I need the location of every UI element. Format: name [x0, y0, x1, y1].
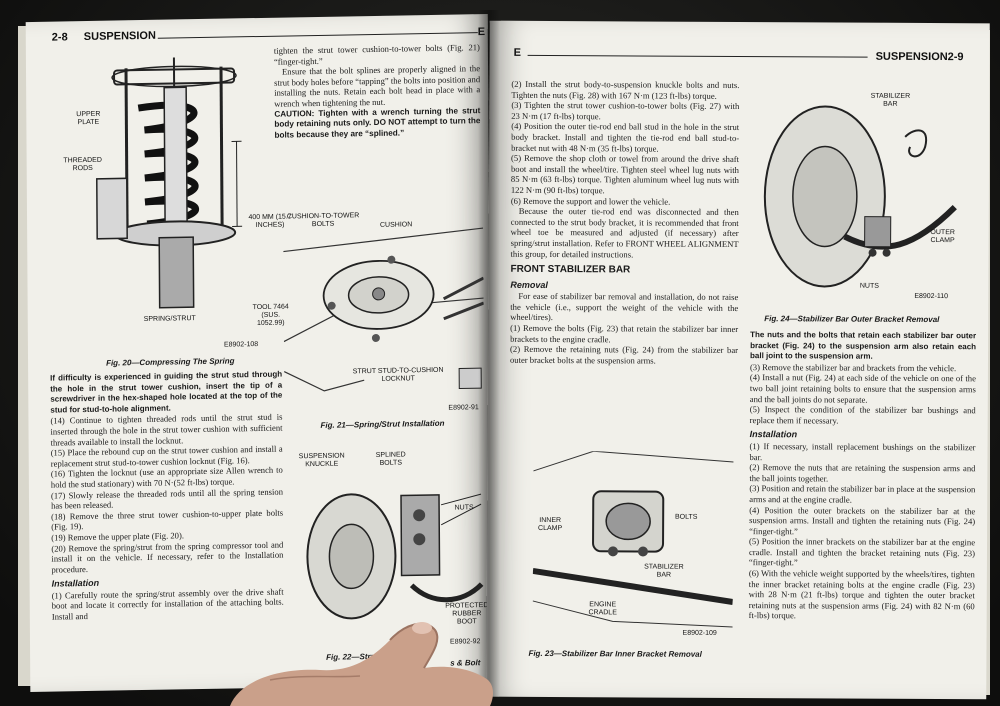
left-step-14: (14) Continue to tighten threaded rods u… [50, 411, 283, 448]
fig20-label-threaded-rods: THREADED RODS [63, 156, 102, 173]
left-page-number: 2-8 [51, 31, 68, 44]
left-bold-note: If difficulty is experienced in guiding … [50, 369, 283, 415]
left-section-title: SUSPENSION [83, 29, 156, 44]
fig21-label-cushion: CUSHION [379, 221, 413, 229]
removal-heading: Removal [510, 279, 548, 290]
fig21-code: E8902-91 [448, 404, 479, 412]
right-toe-note: Because the outer tie-rod end was discon… [510, 205, 739, 259]
install-step-6: (6) With the vehicle weight supported by… [748, 568, 975, 621]
left-col2-caution: CAUTION: Tighten with a wrench turning t… [274, 105, 481, 140]
fig24-code: E8902-110 [914, 292, 949, 301]
fig24-outer-bracket-illustration: STABILIZER BAR OUTER CLAMP NUTS [754, 86, 975, 297]
left-column-2: tighten the strut tower cushion-to-tower… [274, 42, 481, 141]
fig20-caption: Fig. 20—Compressing The Spring [106, 356, 235, 368]
right-edge-letter: E [513, 46, 521, 59]
removal-intro: For ease of stabilizer bar removal and i… [510, 291, 739, 323]
fig24-label-nuts: NUTS [859, 282, 879, 290]
fig23-label-bolts: BOLTS [674, 513, 698, 521]
front-stabilizer-bar-heading: FRONT STABILIZER BAR [510, 263, 631, 276]
left-header-rule [157, 32, 478, 39]
install-step-2: (2) Remove the nuts that are retaining t… [749, 462, 976, 484]
left-step-20: (20) Remove the spring/strut from the sp… [51, 539, 284, 575]
fig23-label-inner-clamp: INNER CLAMP [538, 516, 563, 533]
fig20-spring-compressor-illustration: UPPER PLATE THREADED RODS 400 MM (15.7 I… [63, 46, 292, 339]
fig22-label-splined-bolts: SPLINED BOLTS [375, 451, 406, 467]
left-col2-text2: Ensure that the bolt splines are properl… [274, 63, 481, 109]
right-step-2: (2) Install the strut body-to-suspension… [511, 78, 740, 101]
right-header-rule [527, 54, 868, 58]
hand-image [230, 622, 494, 706]
fig22-label-knuckle: SUSPENSION KNUCKLE [298, 452, 345, 469]
fig24-caption: Fig. 24—Stabilizer Bar Outer Bracket Rem… [764, 314, 940, 325]
right-step-5: (5) Remove the shop cloth or towel from … [510, 152, 740, 196]
fig24-label-stabilizer-bar: STABILIZER BAR [870, 92, 911, 108]
install-step-1: (1) If necessary, install replacement bu… [749, 440, 976, 462]
fig24-label-outer-clamp: OUTER CLAMP [930, 229, 955, 245]
right-step-5b: (5) Inspect the condition of the stabili… [749, 404, 976, 426]
right-bold-note: The nuts and the bolts that retain each … [749, 330, 977, 361]
left-column-1: If difficulty is experienced in guiding … [50, 370, 284, 623]
fig22-strut-body-illustration: SUSPENSION KNUCKLE SPLINED BOLTS NUTS PR… [291, 434, 492, 637]
fig21-label-cushion-bolts: CUSHION-TO-TOWER BOLTS [286, 212, 360, 229]
right-step-3: (3) Tighten the strut tower cushion-to-t… [511, 99, 740, 122]
install-step-4: (4) Position the outer brackets on the s… [749, 504, 976, 537]
fig22-label-nuts: NUTS [454, 504, 474, 512]
install-step-3: (3) Position and retain the stabilizer b… [749, 483, 976, 505]
fig23-inner-bracket-illustration: INNER CLAMP BOLTS STABILIZER BAR ENGINE … [532, 450, 734, 632]
right-section-title: SUSPENSION [875, 50, 948, 64]
right-column-2: The nuts and the bolts that retain each … [749, 330, 977, 622]
left-page: 2-8 SUSPENSION E UPPER PLATE THRE [25, 14, 493, 692]
fig23-label-stabilizer-bar: STABILIZER BAR [644, 563, 684, 579]
right-column-1: (2) Install the strut body-to-suspension… [510, 79, 739, 367]
right-installation-heading: Installation [749, 429, 798, 440]
install-step-5: (5) Position the inner brackets on the s… [748, 536, 976, 568]
right-page: E SUSPENSION 2-9 (2) Install the strut b… [486, 20, 990, 700]
fig20-label-spring-strut: SPRING/STRUT [143, 315, 196, 324]
fig21-label-locknut: STRUT STUD-TO-CUSHION LOCKNUT [352, 366, 444, 383]
fig20-code: E8902-108 [223, 341, 259, 349]
fig21-strut-installation-illustration: CUSHION-TO-TOWER BOLTS CUSHION STRUT STU… [283, 188, 485, 411]
fig23-caption: Fig. 23—Stabilizer Bar Inner Bracket Rem… [528, 648, 702, 659]
book-gutter-shadow [478, 10, 500, 700]
fig23-code: E8902-109 [682, 629, 717, 637]
fig23-label-engine-cradle: ENGINE CRADLE [588, 601, 617, 617]
right-step-4: (4) Position the outer tie-rod end ball … [511, 121, 740, 154]
right-page-number: 2-9 [947, 51, 964, 64]
right-step-4b: (4) Install a nut (Fig. 24) at each side… [749, 372, 976, 405]
fig21-caption: Fig. 21—Spring/Strut Installation [320, 418, 445, 430]
removal-step-1: (1) Remove the bolts (Fig. 23) that reta… [510, 322, 739, 344]
removal-step-2: (2) Remove the retaining nuts (Fig. 24) … [509, 344, 739, 366]
fig20-label-upper-plate: UPPER PLATE [76, 110, 101, 127]
